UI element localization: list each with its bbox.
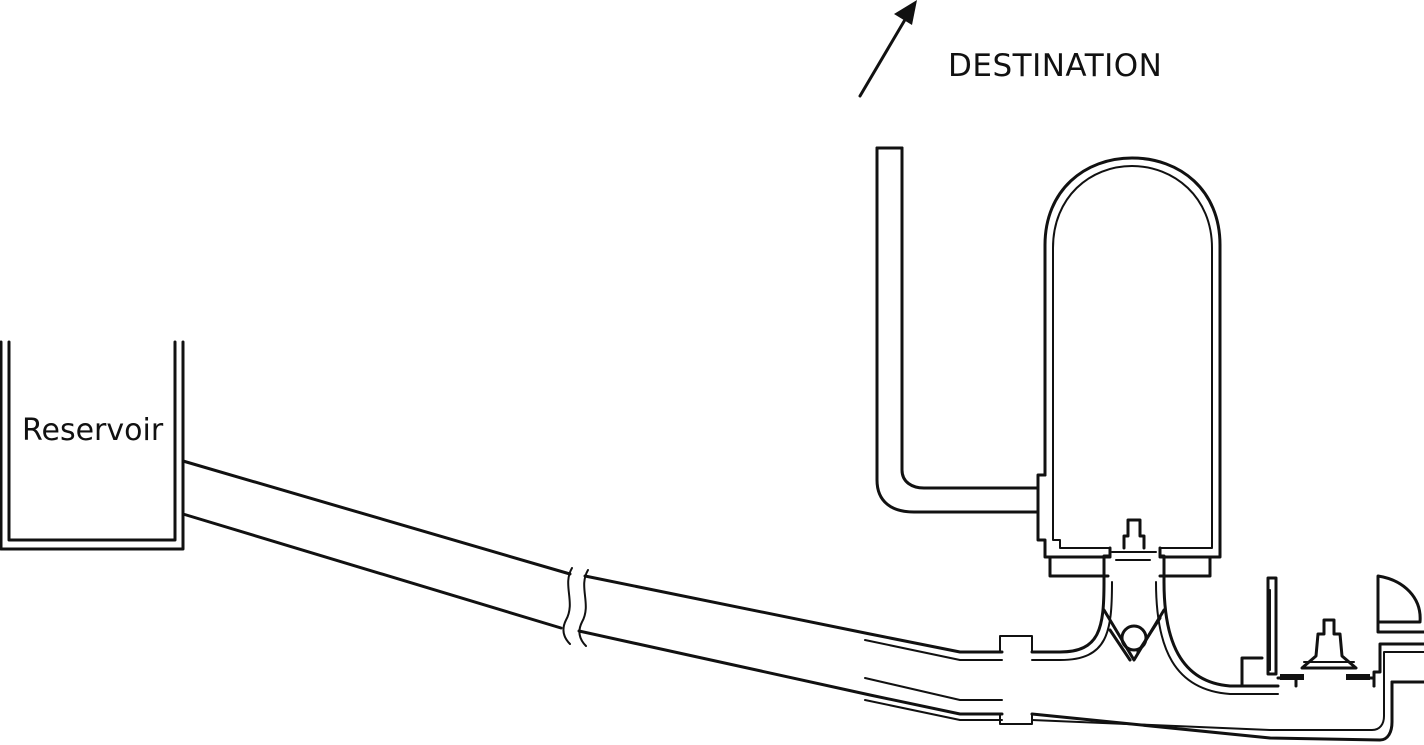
destination-label: DESTINATION — [948, 48, 1163, 84]
waste-valve — [1276, 618, 1376, 688]
pipe-break-symbol — [562, 567, 589, 647]
reservoir-tank — [0, 340, 185, 551]
outlet-cap — [1372, 574, 1424, 688]
destination-arrow — [858, 0, 917, 98]
air-chamber — [1036, 156, 1222, 578]
drive-pipe — [181, 459, 1004, 716]
pipe-fittings — [999, 635, 1033, 725]
delivery-pipe — [875, 146, 1040, 514]
pump-inlet-pipe — [1030, 580, 1394, 742]
pump-body-right — [1155, 576, 1280, 695]
check-valve — [1102, 518, 1166, 662]
reservoir-label: Reservoir — [22, 413, 164, 448]
inner-pipe — [864, 639, 1003, 721]
